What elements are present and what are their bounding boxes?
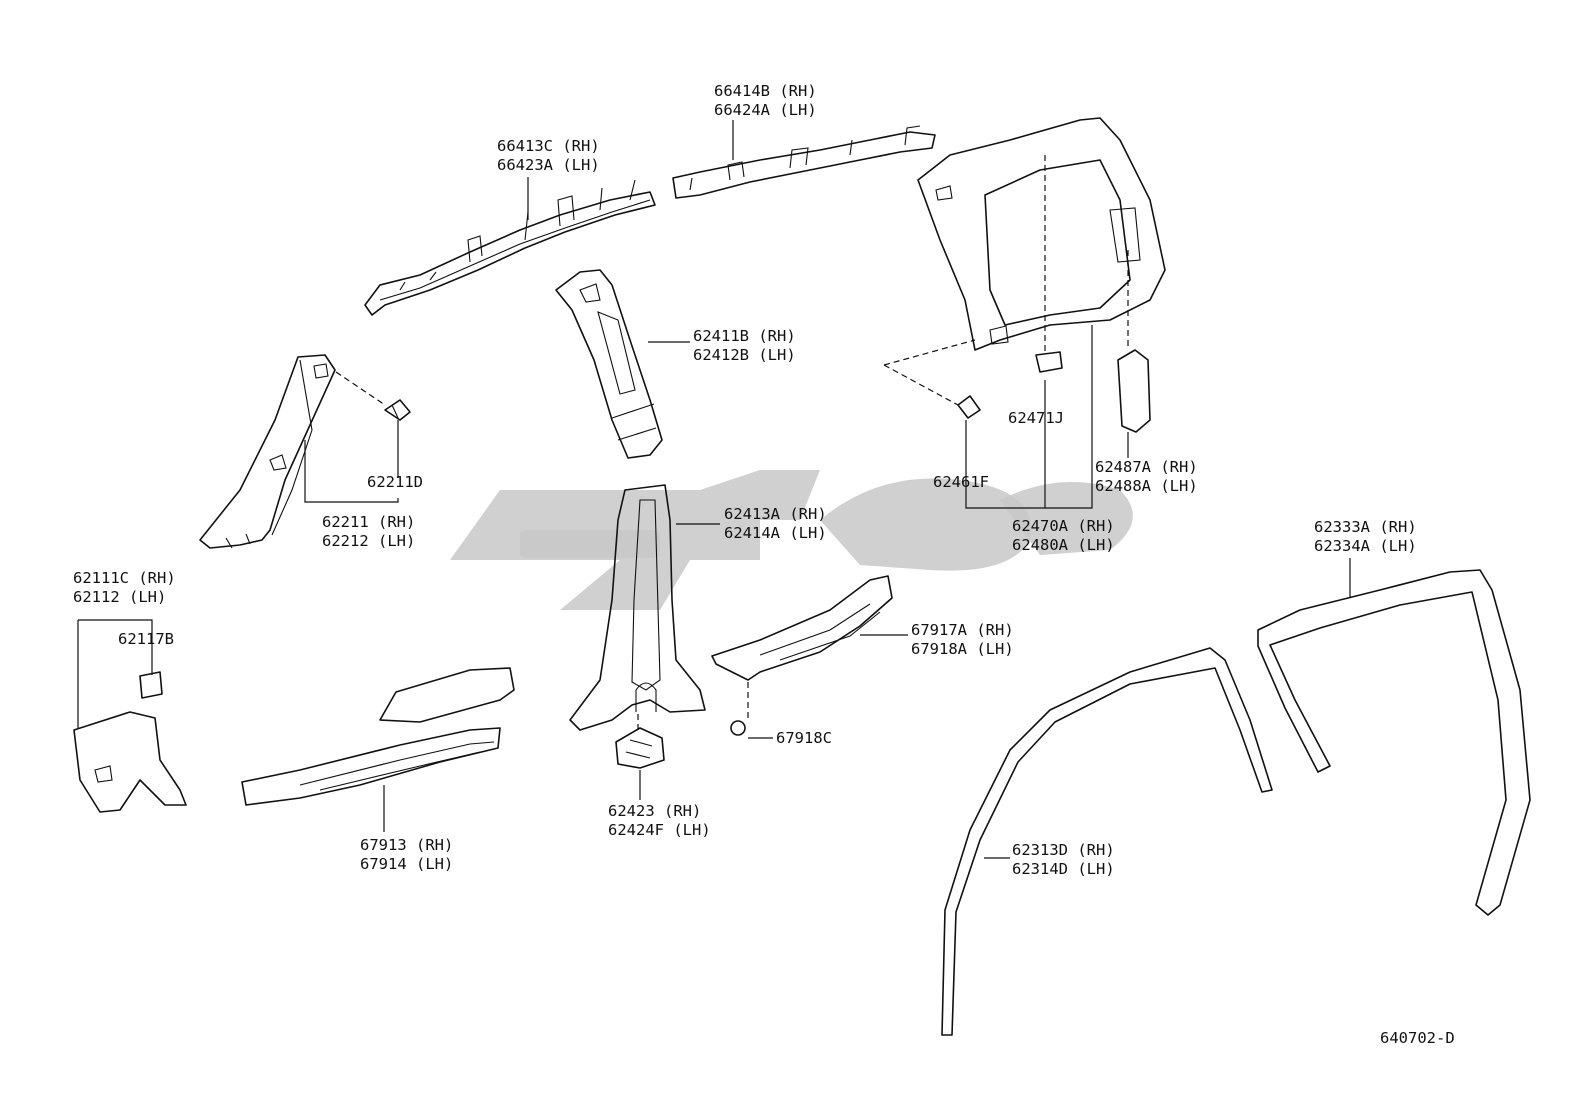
- roof-side-rail-front: [364, 179, 656, 316]
- clip-62423: [615, 727, 665, 769]
- front-door-weatherstrip: [941, 647, 1273, 1036]
- clip-62211d: [384, 399, 411, 421]
- label-62461f: 62461F: [933, 473, 989, 491]
- label-62333a: 62333A (RH)62334A (LH): [1314, 518, 1417, 555]
- label-62471j: 62471J: [1008, 409, 1064, 427]
- label-62111c: 62111C (RH)62112 (LH): [73, 569, 176, 606]
- label-62313d: 62313D (RH)62314D (LH): [1012, 841, 1115, 878]
- roof-side-inner-garnish: [917, 117, 1166, 351]
- front-door-scuff-plate: [241, 667, 515, 806]
- diagram-reference-code: 640702-D: [1380, 1029, 1455, 1047]
- rear-door-scuff-plate: [711, 575, 893, 681]
- label-62117b: 62117B: [118, 630, 174, 648]
- part-number-labels: 66414B (RH)66424A (LH) 66413C (RH)66423A…: [73, 82, 1455, 1047]
- label-66413c: 66413C (RH)66423A (LH): [497, 137, 600, 174]
- clip-67918c: [730, 720, 746, 736]
- center-pillar-lower-garnish: [569, 484, 706, 731]
- label-62211: 62211 (RH)62212 (LH): [322, 513, 415, 550]
- label-62411b: 62411B (RH)62412B (LH): [693, 327, 796, 364]
- rear-door-weatherstrip: [1257, 569, 1531, 916]
- cowl-side-trim: [73, 711, 187, 813]
- roof-side-rail-rear: [672, 125, 936, 199]
- label-62470a: 62470A (RH)62480A (LH): [1012, 517, 1115, 554]
- clip-62471j: [1035, 351, 1063, 373]
- leader-lines: [77, 120, 1351, 859]
- clip-62117b: [139, 671, 163, 699]
- label-67913: 67913 (RH)67914 (LH): [360, 836, 453, 873]
- label-67918c: 67918C: [776, 729, 832, 747]
- label-62413a: 62413A (RH)62414A (LH): [724, 505, 827, 542]
- front-pillar-garnish: [199, 354, 336, 549]
- label-62211d: 62211D: [367, 473, 423, 491]
- label-66414b: 66414B (RH)66424A (LH): [714, 82, 817, 119]
- label-62423: 62423 (RH)62424F (LH): [608, 802, 711, 839]
- label-67917a: 67917A (RH)67918A (LH): [911, 621, 1014, 658]
- center-pillar-upper-garnish: [555, 269, 663, 459]
- label-62487a: 62487A (RH)62488A (LH): [1095, 458, 1198, 495]
- clip-62461f: [957, 395, 981, 419]
- assist-grip-cover: [1117, 349, 1151, 433]
